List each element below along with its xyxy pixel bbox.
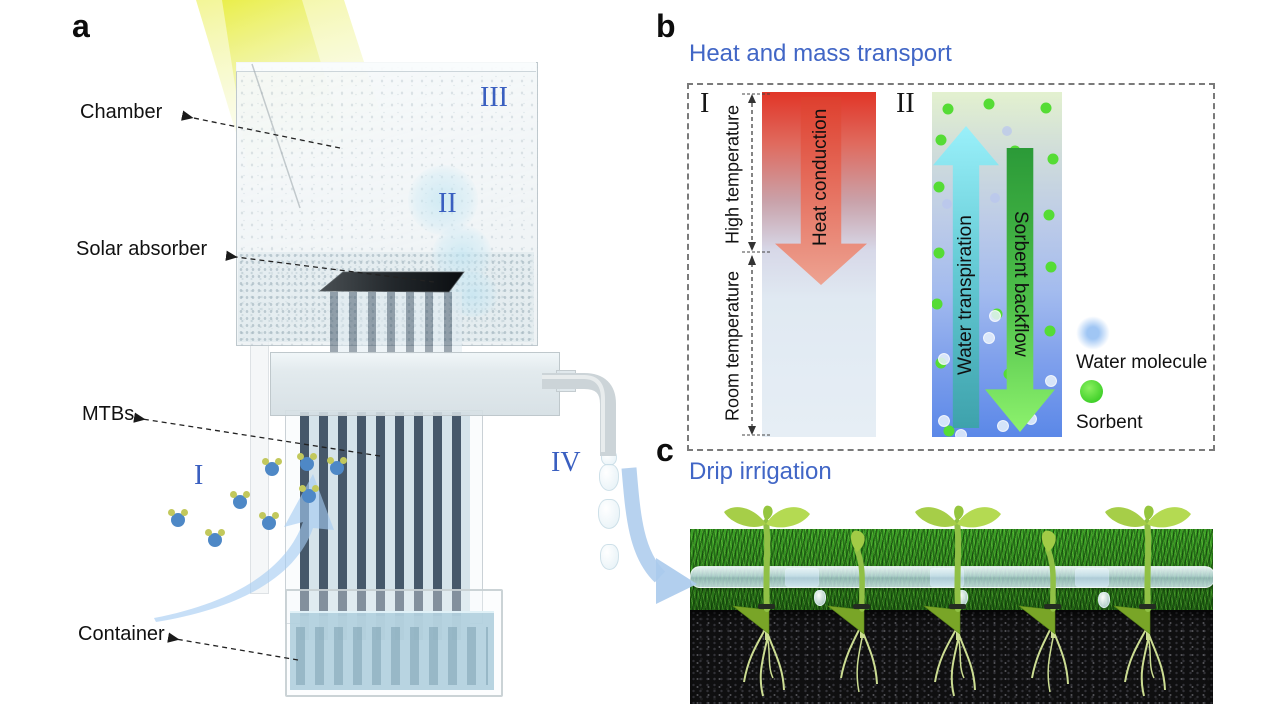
water-molecule-icon xyxy=(259,512,279,530)
mtbs-label: MTBs xyxy=(82,403,135,425)
seedling-short xyxy=(1017,530,1069,693)
room-temperature-label: Room temperature xyxy=(722,270,743,422)
vapor-puff xyxy=(408,165,478,235)
collection-basin xyxy=(270,352,560,416)
water-drop-icon xyxy=(600,544,619,570)
chamber-top-face xyxy=(236,62,536,72)
water-molecule-legend-label: Water molecule xyxy=(1076,352,1208,373)
panel-b-label: b xyxy=(656,8,676,44)
numeral-ii: II xyxy=(438,188,457,219)
sorbent-backflow-label: Sorbent backflow xyxy=(1010,211,1031,357)
drip-droplet-icon xyxy=(1098,592,1110,608)
water-molecule-icon xyxy=(299,485,319,503)
water-transpiration-label: Water transpiration xyxy=(955,215,976,375)
panel-a-label: a xyxy=(72,8,90,44)
drip-irrigation-scene xyxy=(690,498,1213,704)
sorbent-legend-icon xyxy=(1080,380,1103,403)
sorbent-legend-label: Sorbent xyxy=(1076,412,1143,433)
solar-absorber-label: Solar absorber xyxy=(76,238,208,260)
water-molecule-icon xyxy=(262,458,282,476)
panel-b-title: Heat and mass transport xyxy=(689,40,952,67)
water-drop-icon xyxy=(599,464,619,491)
chamber-label: Chamber xyxy=(80,101,163,123)
submerged-fins xyxy=(296,627,488,685)
water-drop-icon xyxy=(598,499,620,529)
numeral-iv: IV xyxy=(551,447,581,478)
panel-b-numeral-ii: II xyxy=(896,88,915,119)
panel-c-label: c xyxy=(656,432,674,468)
mtb-array-upper xyxy=(330,292,462,354)
heat-conduction-label: Heat conduction xyxy=(810,108,831,246)
water-molecule-icon xyxy=(230,491,250,509)
panel-b-frame xyxy=(687,83,1215,451)
panel-c-title: Drip irrigation xyxy=(689,458,832,485)
water-molecule-icon xyxy=(205,529,225,547)
numeral-iii: III xyxy=(480,82,508,113)
seedling-tall xyxy=(915,505,1001,697)
water-molecule-legend-icon xyxy=(1076,316,1110,350)
pipe-flange xyxy=(556,370,576,392)
water-molecule-icon xyxy=(297,453,317,471)
container-water xyxy=(290,611,494,690)
water-molecule-icon xyxy=(168,509,188,527)
seedling-tall xyxy=(724,505,810,697)
drip-droplet-icon xyxy=(814,590,826,606)
high-temperature-label: High temperature xyxy=(722,104,743,244)
water-molecule-icon xyxy=(327,457,347,475)
container-label: Container xyxy=(78,623,165,645)
numeral-i: I xyxy=(194,460,204,491)
panel-b-numeral-i: I xyxy=(700,88,710,119)
seedling-tall xyxy=(1105,505,1191,697)
seedling-short xyxy=(826,530,878,693)
